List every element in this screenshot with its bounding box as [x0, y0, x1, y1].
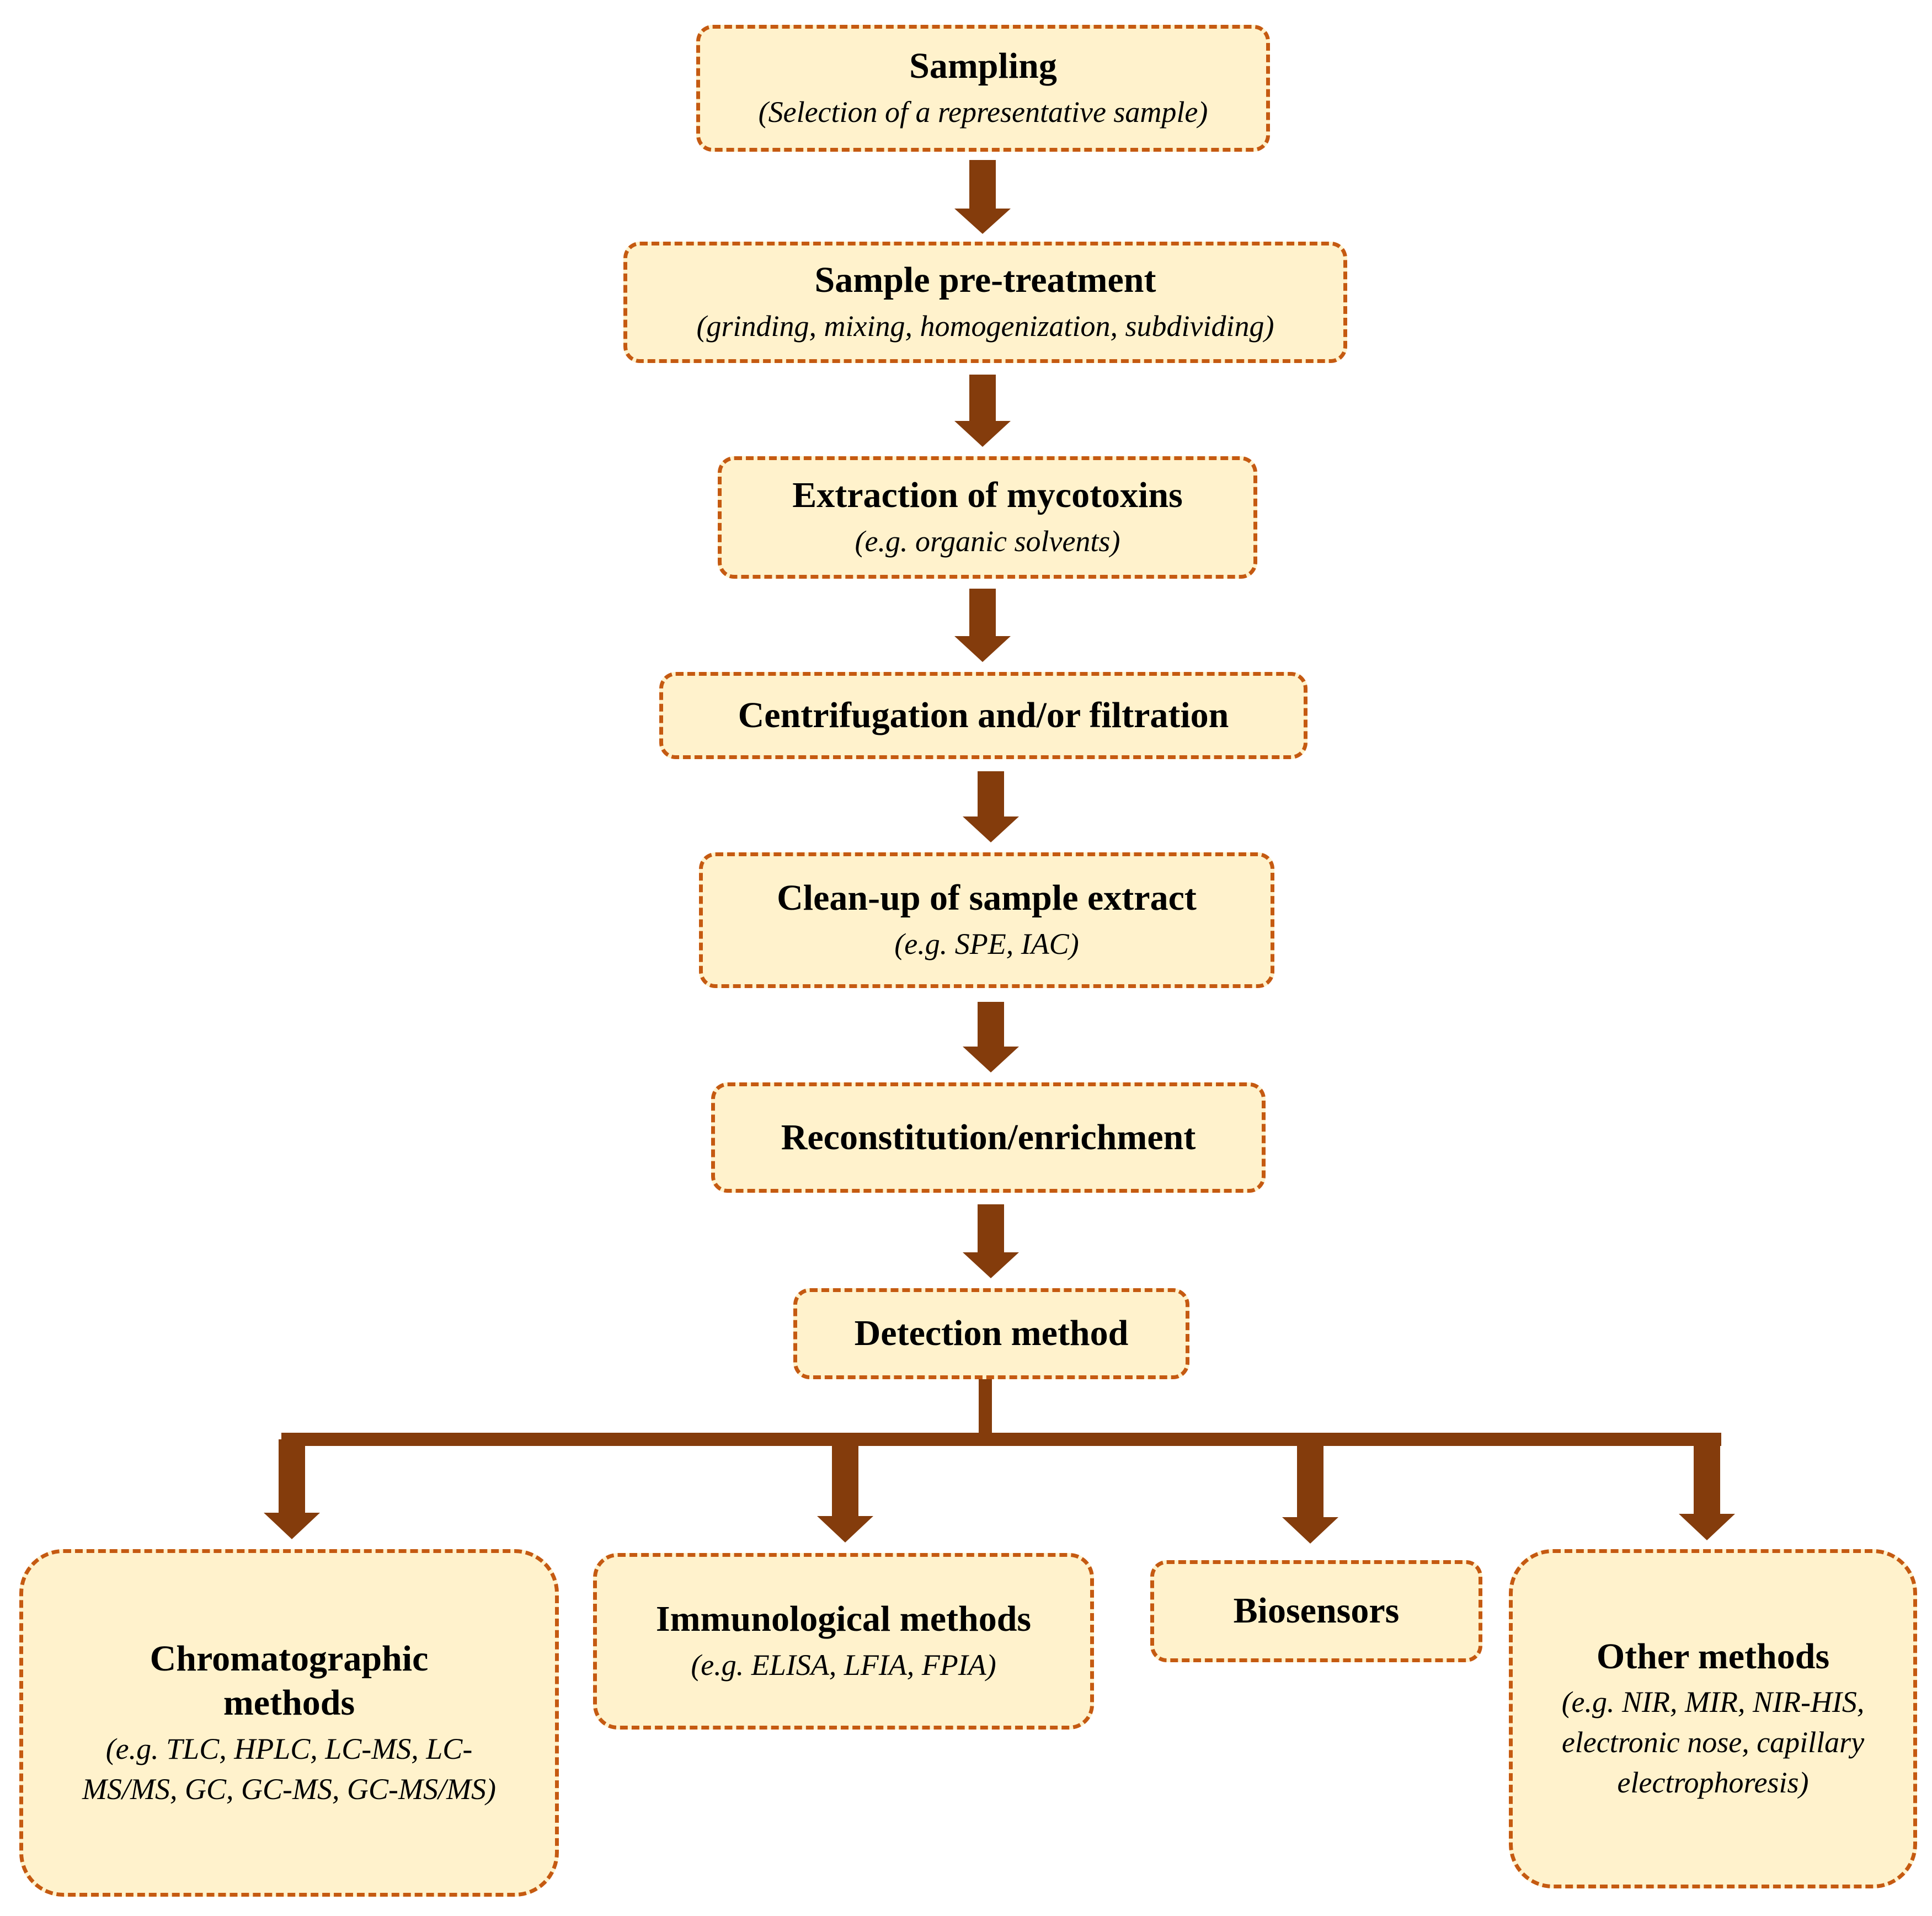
step-centrifugation-title: Centrifugation and/or filtration — [738, 695, 1229, 735]
method-other-sub: (e.g. NIR, MIR, NIR-HIS, electronic nose… — [1561, 1685, 1865, 1800]
method-other: Other methods (e.g. NIR, MIR, NIR-HIS, e… — [1509, 1549, 1917, 1888]
arrow-centrifugation-to-cleanup — [963, 771, 1019, 842]
step-sampling-sub: (Selection of a representative sample) — [758, 95, 1208, 129]
method-biosensors-title: Biosensors — [1233, 1591, 1400, 1631]
arrow-to-chromatographic — [264, 1439, 320, 1539]
arrow-to-biosensors — [1282, 1439, 1338, 1544]
step-reconstitution: Reconstitution/enrichment — [711, 1082, 1266, 1193]
step-pretreatment: Sample pre-treatment (grinding, mixing, … — [623, 242, 1347, 363]
step-cleanup: Clean-up of sample extract (e.g. SPE, IA… — [699, 852, 1274, 988]
step-extraction-sub: (e.g. organic solvents) — [855, 524, 1120, 558]
step-reconstitution-title: Reconstitution/enrichment — [781, 1117, 1196, 1157]
arrow-to-immunological — [817, 1439, 873, 1543]
step-detection-title: Detection method — [854, 1313, 1129, 1354]
arrow-reconstitution-to-detection — [963, 1204, 1019, 1278]
arrow-pretreatment-to-extraction — [954, 375, 1011, 447]
method-immunological: Immunological methods (e.g. ELISA, LFIA,… — [593, 1553, 1094, 1730]
step-pretreatment-sub: (grinding, mixing, homogenization, subdi… — [696, 309, 1274, 343]
step-cleanup-sub: (e.g. SPE, IAC) — [894, 927, 1079, 960]
step-sampling: Sampling (Selection of a representative … — [696, 25, 1270, 152]
arrow-extraction-to-centrifugation — [954, 589, 1011, 662]
arrow-to-other — [1679, 1439, 1735, 1540]
step-extraction: Extraction of mycotoxins (e.g. organic s… — [718, 456, 1257, 579]
method-biosensors: Biosensors — [1150, 1560, 1482, 1662]
method-immunological-title: Immunological methods — [655, 1599, 1032, 1640]
method-chromatographic: Chromatographic methods (e.g. TLC, HPLC,… — [19, 1549, 559, 1897]
step-cleanup-title: Clean-up of sample extract — [777, 878, 1197, 919]
step-centrifugation: Centrifugation and/or filtration — [659, 672, 1307, 759]
step-sampling-title: Sampling — [909, 46, 1057, 87]
method-other-title: Other methods — [1596, 1636, 1830, 1677]
step-detection: Detection method — [793, 1288, 1189, 1379]
step-pretreatment-title: Sample pre-treatment — [814, 260, 1156, 301]
method-chromatographic-sub: (e.g. TLC, HPLC, LC-MS, LC-MS/MS, GC, GC… — [82, 1732, 496, 1806]
step-extraction-title: Extraction of mycotoxins — [792, 475, 1183, 516]
method-chromatographic-title: Chromatographic methods — [150, 1638, 429, 1723]
arrow-cleanup-to-reconstitution — [963, 1002, 1019, 1072]
arrow-sampling-to-pretreatment — [954, 160, 1011, 234]
method-immunological-sub: (e.g. ELISA, LFIA, FPIA) — [691, 1648, 996, 1682]
branch-bar — [281, 1433, 1721, 1446]
